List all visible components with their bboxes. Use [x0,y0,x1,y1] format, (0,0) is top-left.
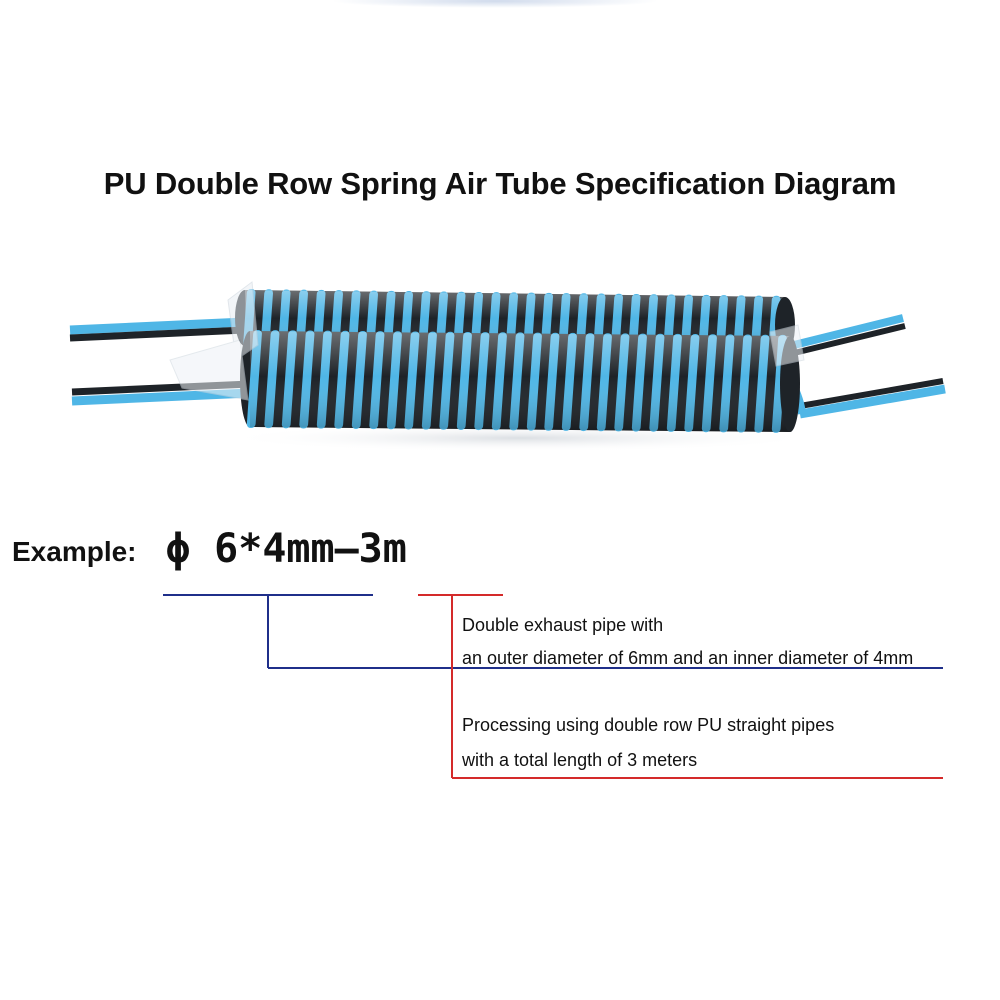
example-label: Example: [12,536,137,567]
wrap-right [769,324,805,367]
length-note-line-2: with a total length of 3 meters [462,750,698,770]
diameter-note-line-2: an outer diameter of 6mm and an inner di… [462,648,914,668]
right-lead-tubes [782,314,946,419]
diameter-note-line-1: Double exhaust pipe with [462,615,664,635]
lower-coil [240,330,800,433]
wrap-left-lower [169,339,249,401]
plastic-wrap [169,281,805,401]
coil-shading [250,331,790,432]
length-note-line-1: Processing using double row PU straight … [462,715,835,735]
tube-lead-blue [789,314,904,350]
tube-lead-blue [69,317,246,335]
wrap-left [227,281,259,361]
tube-lead-black [799,378,944,409]
top-shadow-decoration [330,0,660,8]
annotation-lines [163,594,943,779]
tube-lead-black [69,326,246,342]
tube-lead-black [789,323,906,357]
page-title: PU Double Row Spring Air Tube Specificat… [103,166,897,201]
tube-lead-blue [799,384,946,419]
example-formula: ϕ 6*4mm—3m [166,526,407,572]
